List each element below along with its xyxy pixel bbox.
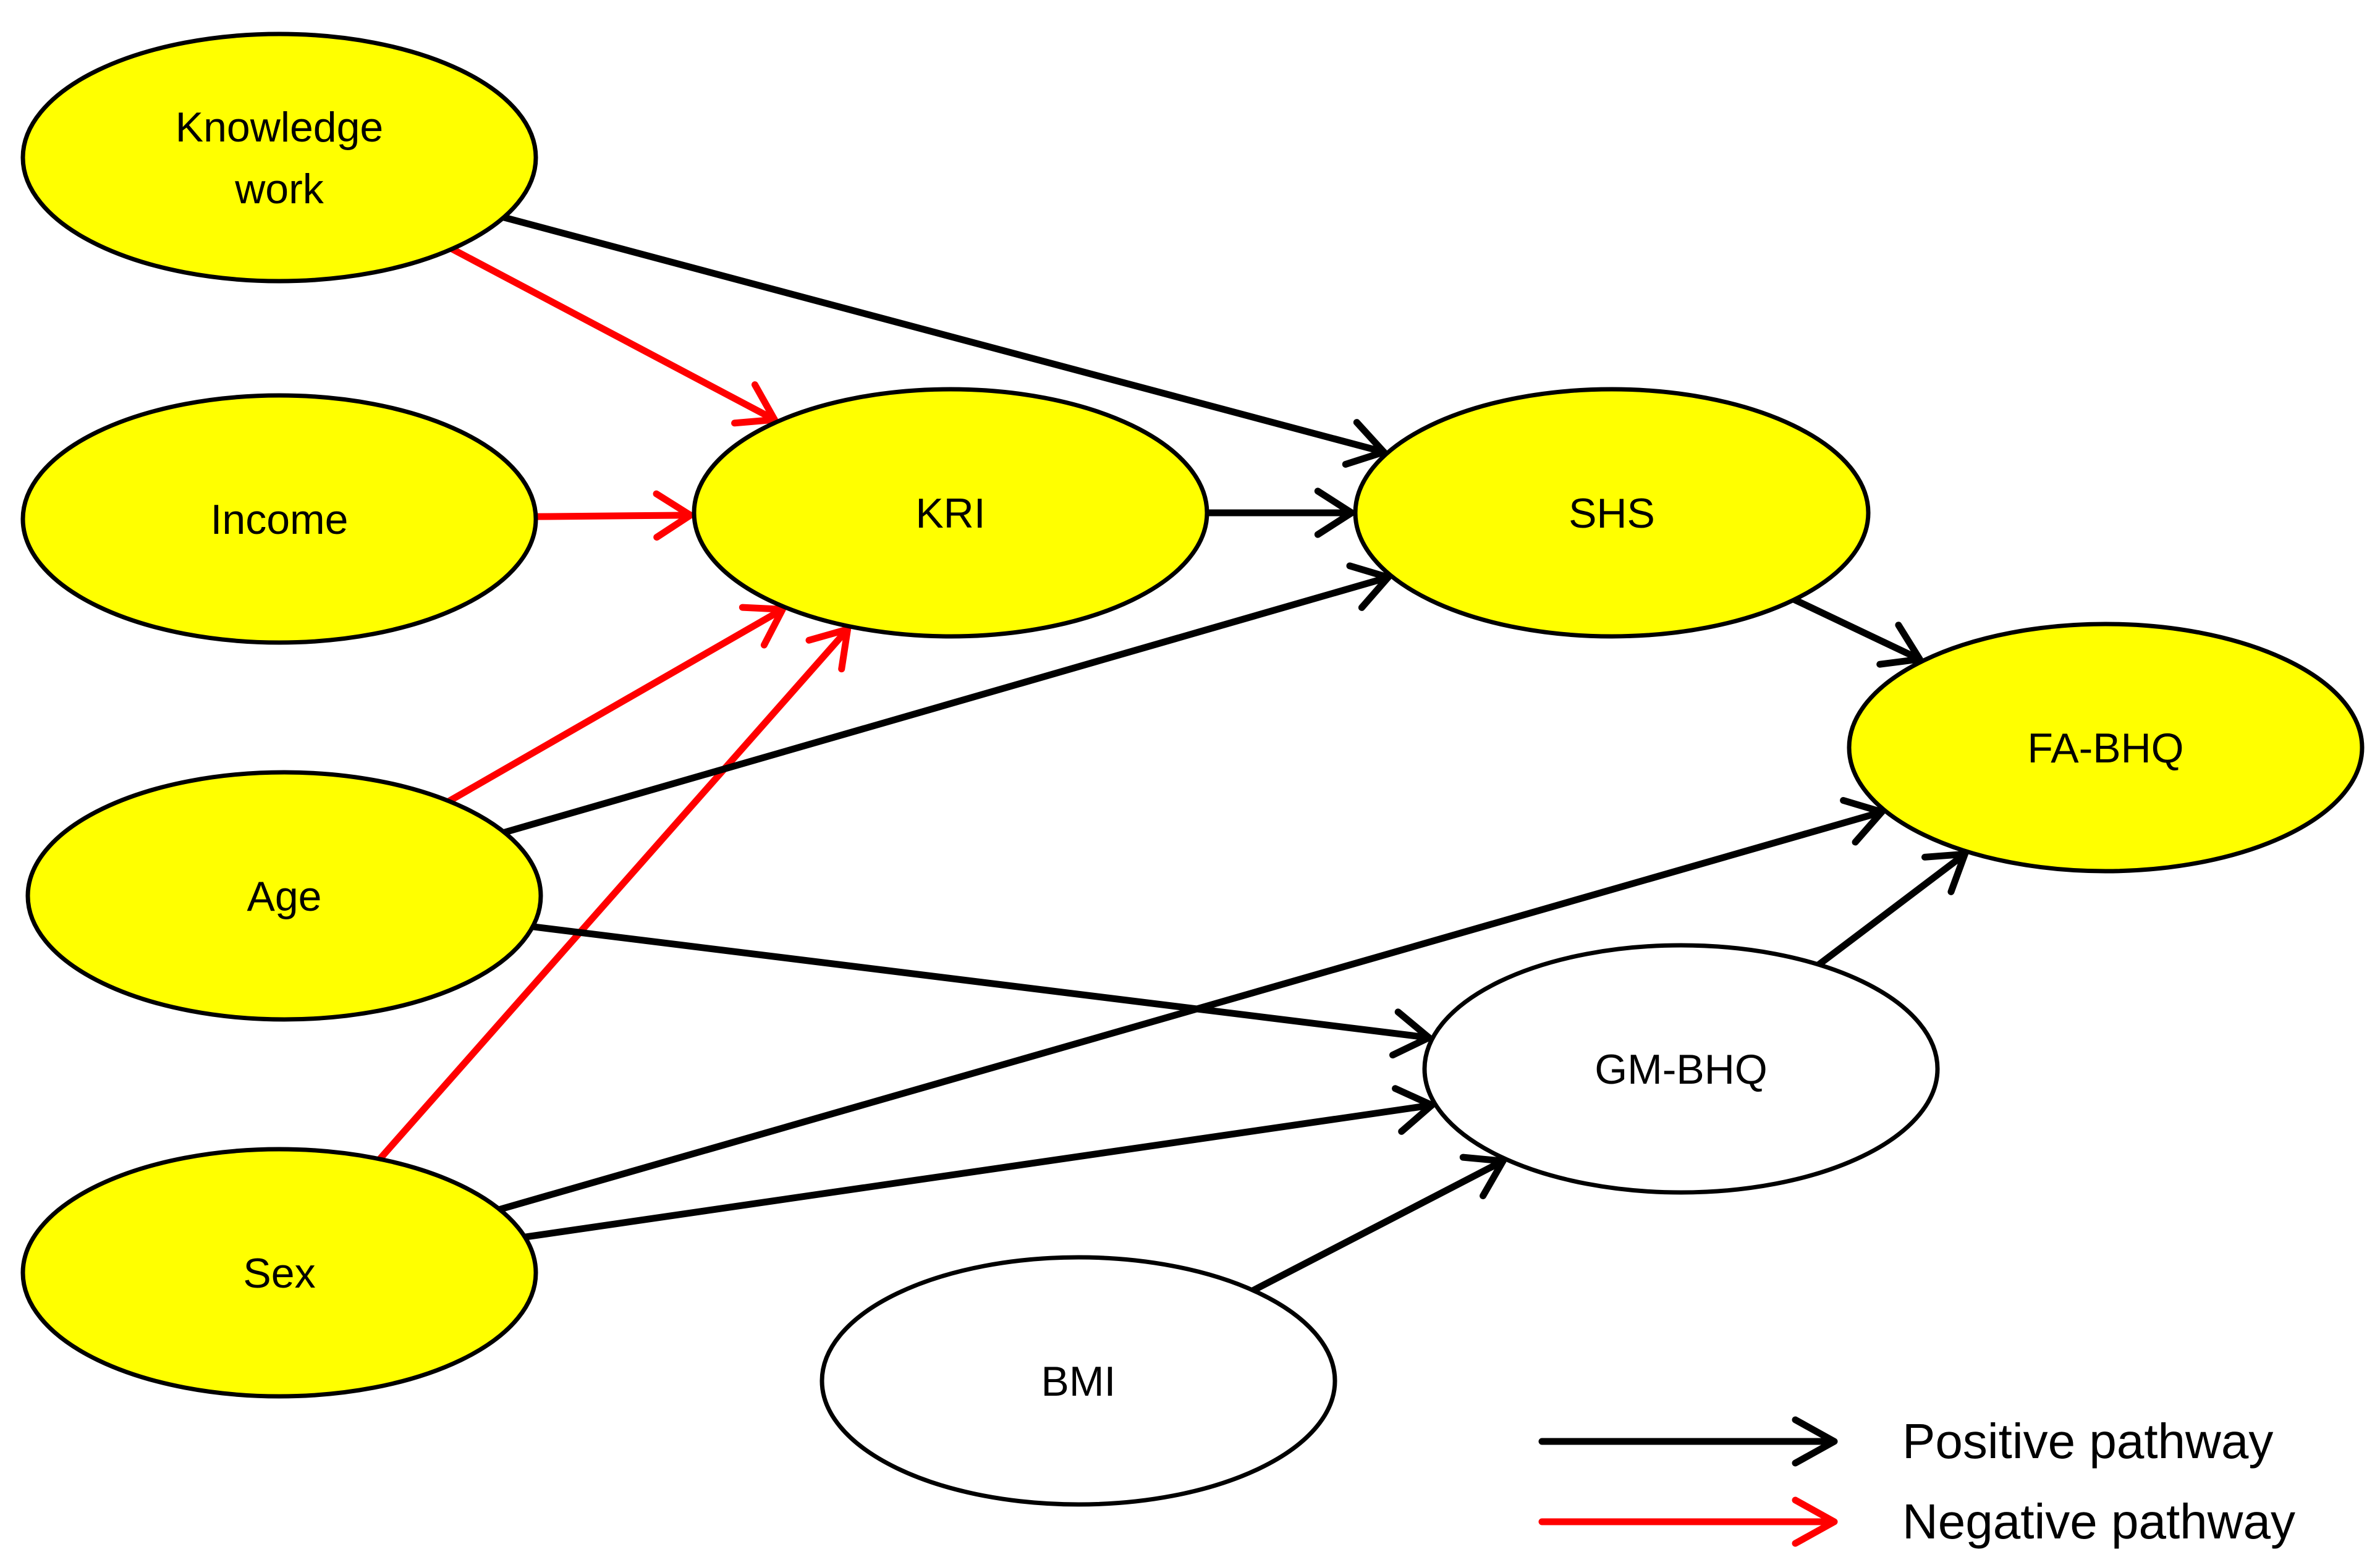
edge-kri-to-shs — [1203, 487, 1355, 538]
edge-arrowhead — [739, 604, 786, 649]
node-income: Income — [20, 393, 538, 645]
node-bmi: BMI — [819, 1255, 1337, 1507]
edge-sex-to-kri — [376, 626, 852, 1163]
edge-sex-to-gm_bhq — [521, 1085, 1436, 1241]
edge-arrowhead — [805, 626, 852, 673]
edge-sex-to-fa_bhq — [496, 797, 1886, 1213]
edge-line — [532, 512, 694, 520]
edge-bmi-to-gm_bhq — [1250, 1154, 1507, 1294]
edge-line — [1790, 596, 1923, 663]
node-ellipse — [1353, 387, 1871, 639]
node-label: work — [234, 166, 324, 213]
edge-line — [1815, 850, 1968, 968]
legend-negative-label: Negative pathway — [1902, 1494, 2295, 1549]
edge-arrowhead — [731, 381, 778, 427]
edge-knowledge_work-to-shs — [500, 214, 1387, 468]
edge-age-to-shs — [501, 562, 1392, 836]
edge-line — [446, 605, 786, 805]
node-label: GM-BHQ — [1594, 1046, 1768, 1093]
edge-arrowhead — [1876, 622, 1923, 668]
edge-income-to-kri — [532, 490, 694, 541]
legend-positive-label: Positive pathway — [1902, 1414, 2273, 1469]
edge-line — [529, 923, 1433, 1041]
node-fa-bhq: FA-BHQ — [1847, 622, 2365, 874]
node-label: Age — [247, 873, 322, 920]
node-knowledge-work: Knowledge work — [20, 32, 538, 284]
edge-gm_bhq-to-fa_bhq — [1815, 850, 1968, 968]
edge-line — [496, 808, 1886, 1213]
node-ellipse — [20, 1147, 538, 1399]
edge-line — [501, 573, 1392, 836]
edge-line — [500, 214, 1387, 456]
node-kri: KRI — [692, 387, 1209, 639]
edge-arrowhead — [1840, 797, 1886, 846]
edge-age-to-gm_bhq — [529, 923, 1433, 1059]
edge-line — [448, 245, 778, 423]
node-label: SHS — [1569, 490, 1655, 537]
node-ellipse — [819, 1255, 1337, 1507]
node-age: Age — [25, 770, 543, 1022]
legend: Positive pathway Negative pathway — [1538, 1414, 2295, 1549]
node-ellipse — [25, 770, 543, 1022]
edge-line — [1250, 1157, 1507, 1294]
node-sex: Sex — [20, 1147, 538, 1399]
node-label: KRI — [915, 490, 985, 537]
edge-arrowhead — [1921, 850, 1968, 895]
edge-line — [376, 626, 852, 1163]
edge-arrowhead — [1389, 1008, 1433, 1059]
edges-layer — [376, 214, 1968, 1294]
node-ellipse — [20, 32, 538, 284]
edge-arrowhead — [1392, 1085, 1436, 1135]
node-gm-bhq: GM-BHQ — [1422, 943, 1940, 1195]
edge-arrowhead — [1459, 1154, 1507, 1200]
edge-arrowhead — [1314, 487, 1355, 538]
edge-line — [521, 1102, 1436, 1241]
node-label: Sex — [243, 1250, 315, 1297]
node-ellipse — [20, 393, 538, 645]
edge-arrowhead — [1342, 419, 1387, 468]
legend-positive-arrowhead — [1792, 1416, 1838, 1467]
edge-knowledge_work-to-kri — [448, 245, 778, 427]
edge-arrowhead — [1346, 562, 1392, 611]
edge-arrowhead — [653, 490, 694, 541]
node-shs: SHS — [1353, 387, 1871, 639]
edge-shs-to-fa_bhq — [1790, 596, 1923, 668]
node-ellipse — [1422, 943, 1940, 1195]
node-label: Income — [211, 496, 349, 543]
node-label: BMI — [1041, 1358, 1116, 1405]
node-label: Knowledge — [176, 104, 383, 151]
node-ellipse — [692, 387, 1209, 639]
edge-age-to-kri — [446, 604, 786, 805]
node-label: FA-BHQ — [2027, 725, 2183, 772]
node-ellipse — [1847, 622, 2365, 874]
legend-negative-arrowhead — [1792, 1496, 1838, 1547]
